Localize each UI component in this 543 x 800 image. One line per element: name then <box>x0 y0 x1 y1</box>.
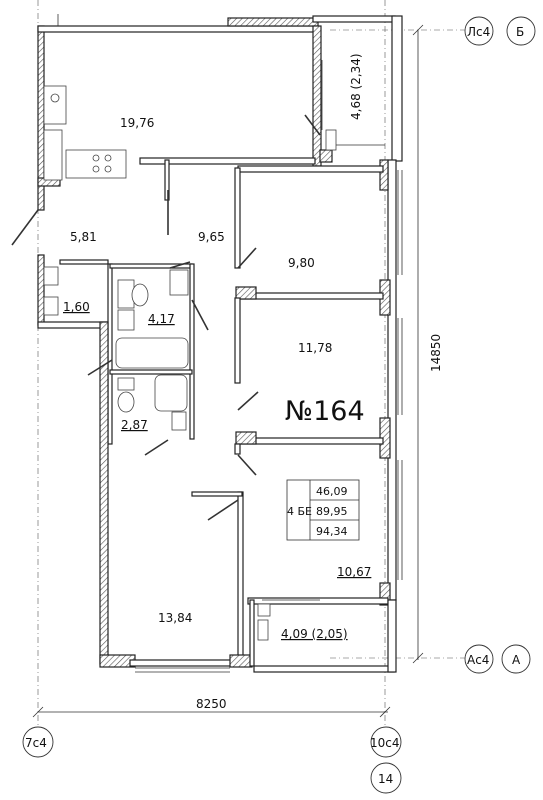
room-bathroom-area: 4,17 <box>148 312 175 326</box>
loggia-bottom-fixtures <box>257 599 320 641</box>
loggia-top-fixtures <box>325 129 385 151</box>
dimension-width: 8250 <box>196 697 227 711</box>
room-corridor-area: 9,65 <box>198 230 225 244</box>
area-table <box>286 479 360 541</box>
windows <box>57 14 403 673</box>
dimension-height: 14850 <box>429 334 443 372</box>
doors <box>11 114 321 521</box>
axis-top-right-letter: Б <box>516 25 524 39</box>
axis-marker-bottom-right: Ас4 А <box>464 644 531 674</box>
room-bedroom-1-area: 9,80 <box>288 256 315 270</box>
area-living: 46,09 <box>316 485 348 498</box>
kitchen-fixtures <box>43 85 127 181</box>
bathroom-fixtures <box>115 269 189 369</box>
room-bath-2-area: 2,87 <box>121 418 148 432</box>
apartment-number: №164 <box>285 396 365 427</box>
axis-bottom-right-code: Ас4 <box>467 653 489 667</box>
bath-2-fixtures <box>117 374 188 431</box>
room-living-area: 13,84 <box>158 611 192 625</box>
rooms-code: 4 БЕ <box>287 505 312 518</box>
room-wc-area: 1,60 <box>63 300 90 314</box>
axis-bottom-right-label: 10с4 <box>370 736 400 750</box>
axis-marker-bottom-left: 7с4 <box>22 726 54 758</box>
room-loggia-top-area: 4,68 (2,34) <box>349 53 363 120</box>
width-dimension-line <box>32 706 391 718</box>
room-hall-area: 5,81 <box>70 230 97 244</box>
axis-bottom-right-letter: А <box>512 653 521 667</box>
room-loggia-bottom-area: 4,09 (2,05) <box>281 627 348 641</box>
room-bedroom-3-area: 10,67 <box>337 565 371 579</box>
height-dimension-line <box>412 24 424 664</box>
wc-fixtures <box>43 266 59 316</box>
room-labels: 19,76 4,68 (2,34) 5,81 9,65 9,80 1,60 4,… <box>63 53 371 641</box>
area-total-with-loggia: 94,34 <box>316 525 348 538</box>
axis-marker-bottom-right-col: 10с4 14 <box>370 726 402 794</box>
room-bedroom-2-area: 11,78 <box>298 341 332 355</box>
axis-marker-top-right: Лс4 Б <box>464 16 536 46</box>
axis-top-right-code: Лс4 <box>467 25 490 39</box>
room-kitchen-area: 19,76 <box>120 116 154 130</box>
axis-bottom-left-label: 7с4 <box>25 736 47 750</box>
axis-bottom-number: 14 <box>378 772 393 786</box>
area-total: 89,95 <box>316 505 348 518</box>
walls <box>37 15 403 673</box>
